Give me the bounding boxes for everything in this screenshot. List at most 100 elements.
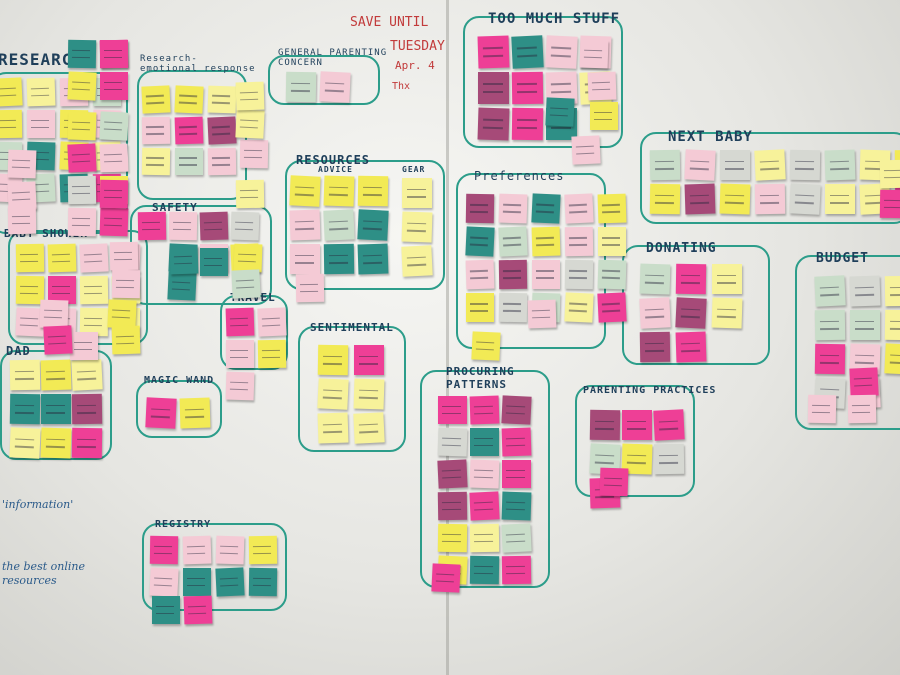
- sticky-note-misc: [107, 299, 137, 329]
- sticky-note-donating: [639, 263, 671, 295]
- sticky-note-misc: [235, 109, 265, 139]
- sticky-note-resources-advice: [289, 209, 321, 241]
- sticky-note-dad: [41, 394, 71, 424]
- sticky-note-research-mid: [67, 175, 97, 205]
- sticky-note-budget: [814, 343, 846, 375]
- scribble-information: 'information': [2, 498, 74, 511]
- sticky-note-research-top: [100, 72, 128, 100]
- sticky-note-preferences: [498, 193, 528, 224]
- label-safety: SAFETY: [152, 201, 198, 214]
- sticky-note-baby-shower: [79, 243, 109, 273]
- sticky-note-preferences: [564, 193, 594, 224]
- sticky-note-misc: [571, 135, 601, 165]
- sticky-note-research-top: [67, 71, 97, 101]
- sticky-note-safety: [199, 211, 229, 241]
- label-gear: GEAR: [402, 165, 426, 174]
- sticky-note-next-baby: [789, 149, 821, 181]
- sticky-note-misc: [849, 367, 879, 397]
- sticky-note-research-mid: [67, 207, 97, 237]
- sticky-note-misc: [587, 71, 617, 101]
- sticky-note-resources-advice: [323, 209, 355, 241]
- sticky-note-preferences: [465, 259, 495, 290]
- sticky-note-travel: [225, 371, 255, 401]
- sticky-note-preferences: [465, 193, 495, 224]
- sticky-note-sentimental: [317, 344, 349, 376]
- sticky-note-parenting-practices: [653, 409, 685, 441]
- sticky-note-resources-gear: [402, 178, 432, 208]
- reminder-line-4: Thx: [392, 81, 411, 92]
- label-next-baby: NEXT BABY: [668, 129, 753, 145]
- sticky-note-too-much-stuff: [511, 107, 544, 141]
- sticky-note-misc: [111, 325, 141, 355]
- sticky-note-budget: [850, 310, 880, 340]
- sticky-note-budget: [814, 309, 846, 341]
- sticky-note-misc: [7, 205, 37, 235]
- sticky-note-research-top: [67, 39, 97, 69]
- sticky-note-procuring-patterns: [469, 491, 500, 521]
- sticky-note-next-baby: [789, 183, 821, 215]
- sticky-note-misc: [183, 595, 213, 625]
- sticky-note-misc: [239, 139, 269, 169]
- sticky-note-preferences: [597, 259, 627, 290]
- sticky-note-procuring-patterns: [437, 459, 468, 489]
- sticky-note-misc: [43, 325, 73, 355]
- sticky-note-research-emotional: [207, 116, 237, 145]
- sticky-note-procuring-patterns: [437, 491, 468, 521]
- sticky-note-misc: [152, 596, 180, 624]
- sticky-note-travel: [257, 307, 287, 337]
- sticky-note-preferences: [498, 292, 528, 323]
- sticky-note-misc: [167, 271, 197, 301]
- sticky-note-misc: [169, 245, 199, 275]
- sticky-note-registry: [149, 567, 179, 597]
- sticky-note-research-emotional: [141, 147, 171, 176]
- sticky-note-travel: [226, 340, 254, 368]
- label-advice: ADVICE: [318, 165, 353, 174]
- sticky-note-misc: [879, 189, 900, 219]
- sticky-note-research-emotional: [174, 116, 204, 145]
- sticky-note-resources-advice: [357, 243, 389, 275]
- sticky-note-preferences: [498, 226, 528, 257]
- label-dad: DAD: [6, 344, 31, 358]
- sticky-note-resources-advice: [290, 244, 320, 274]
- sticky-note-misc: [545, 97, 575, 127]
- label-registry: REGISTRY: [155, 519, 212, 530]
- sticky-note-donating: [711, 297, 743, 329]
- sticky-note-budget: [884, 343, 900, 375]
- sticky-note-travel: [257, 339, 287, 369]
- sticky-note-next-baby: [684, 149, 716, 181]
- sticky-note-misc: [879, 159, 900, 189]
- sticky-note-procuring-patterns: [501, 523, 532, 553]
- too-much-stuff-frame: [463, 16, 623, 148]
- sticky-note-procuring-patterns: [502, 460, 531, 488]
- sticky-note-procuring-patterns: [437, 427, 468, 457]
- sticky-note-research: [0, 109, 23, 139]
- sticky-note-misc: [235, 81, 265, 111]
- sticky-note-misc: [200, 248, 228, 276]
- sticky-note-donating: [675, 263, 707, 295]
- sticky-note-next-baby: [649, 149, 681, 181]
- label-research: RESEARCH: [0, 50, 84, 69]
- sticky-note-research: [0, 77, 23, 107]
- label-general-parenting: GENERAL PARENTING CONCERN: [278, 48, 388, 69]
- sticky-note-resources-extra: [295, 273, 325, 303]
- label-parenting-practices: PARENTING PRACTICES: [583, 385, 717, 396]
- sticky-note-magic-wand: [179, 397, 211, 429]
- registry-frame: [142, 523, 287, 611]
- sticky-note-next-baby: [754, 183, 786, 215]
- label-preferences: Preferences: [474, 169, 565, 183]
- sticky-note-resources-gear: [401, 211, 433, 243]
- label-sentimental: SENTIMENTAL: [310, 321, 394, 334]
- sticky-note-travel: [225, 307, 255, 337]
- sticky-note-dad: [71, 427, 103, 459]
- sticky-note-dad: [71, 359, 103, 391]
- sticky-note-too-much-stuff: [511, 71, 544, 105]
- sticky-note-dad: [40, 359, 72, 391]
- sticky-note-procuring-patterns: [501, 491, 532, 521]
- sticky-note-misc: [39, 299, 69, 329]
- sticky-note-next-baby: [720, 150, 750, 180]
- sticky-note-preferences: [597, 292, 627, 323]
- label-research-emotional: Research- emotional response: [140, 54, 256, 74]
- label-budget: BUDGET: [816, 251, 869, 266]
- sticky-note-misc: [235, 179, 265, 209]
- sticky-note-donating: [639, 297, 671, 329]
